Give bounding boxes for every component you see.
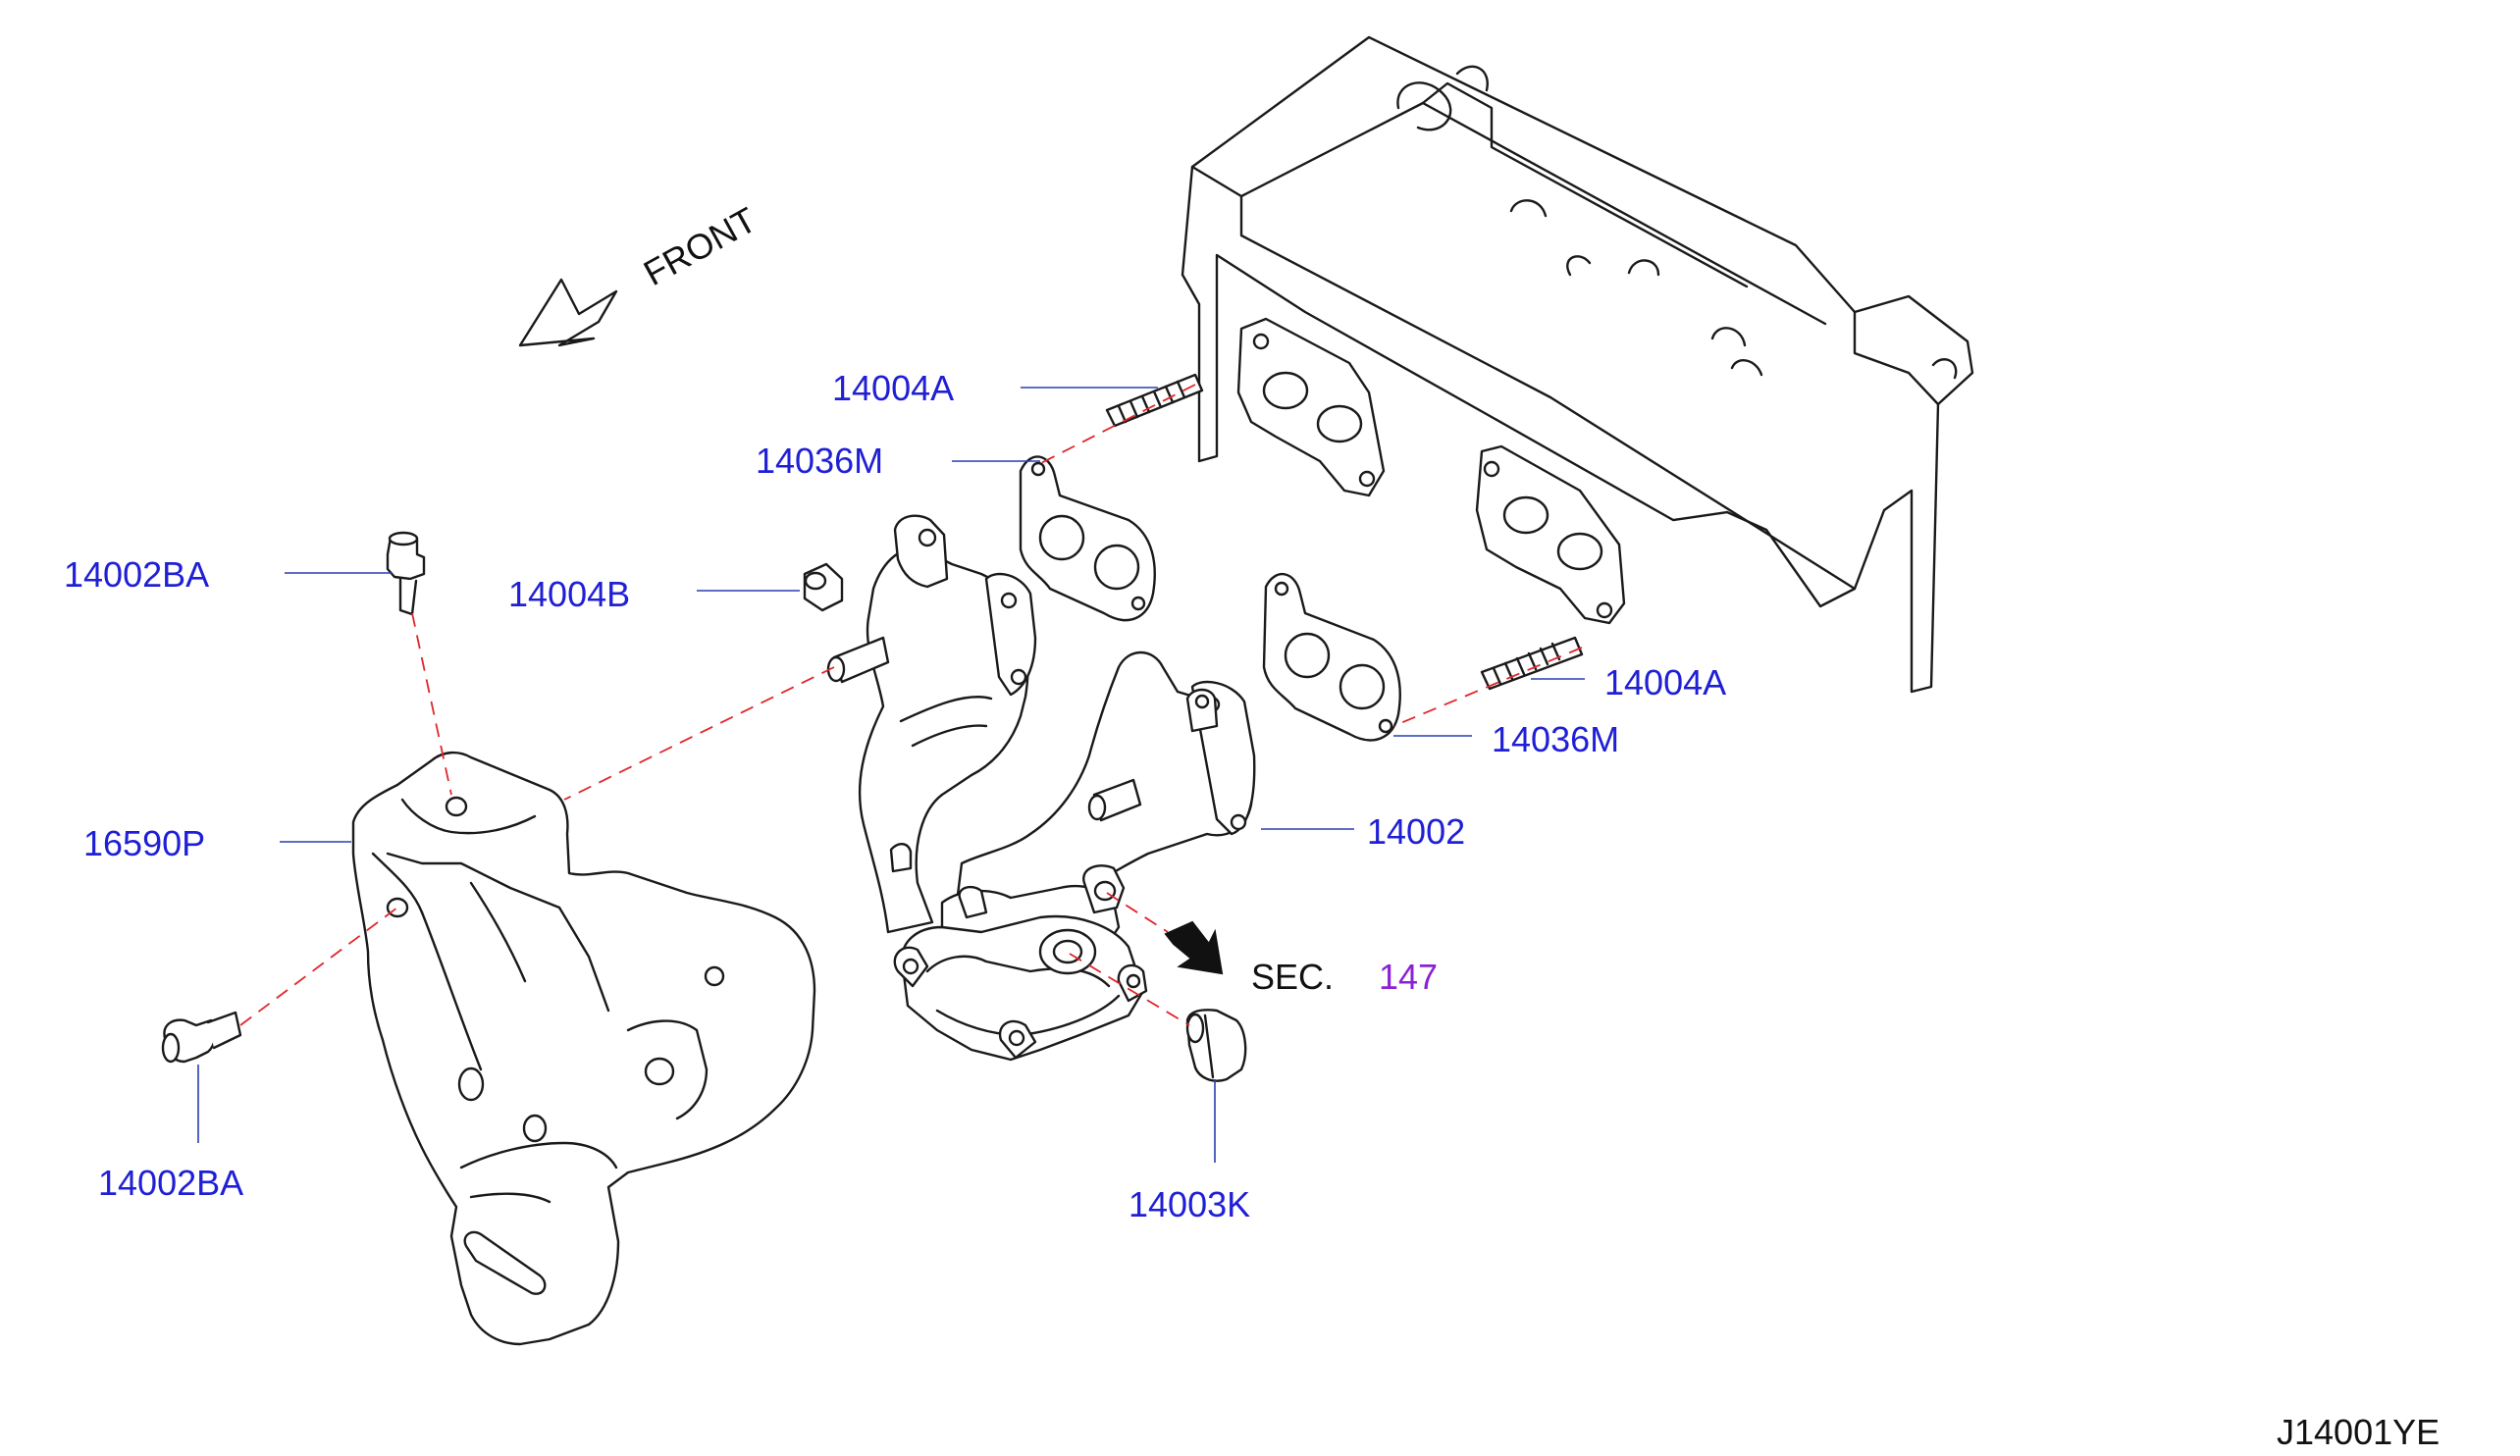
stud-upper — [1105, 373, 1204, 428]
stud-lower — [1480, 636, 1584, 691]
part-label-stud-lower[interactable]: 14004A — [1604, 662, 1726, 702]
section-arrow-icon — [1164, 920, 1224, 975]
part-label-gasket-upper[interactable]: 14036M — [756, 441, 883, 481]
part-label-exhaust-manifold[interactable]: 14002 — [1367, 811, 1465, 852]
gasket-upper — [1019, 455, 1156, 622]
section-reference: SEC. 147 — [1164, 920, 1438, 997]
bolt-lower — [161, 1011, 242, 1064]
part-labels: 14004A 14036M 14002BA 14004B 14004A 1403… — [64, 368, 1726, 1224]
section-number[interactable]: 147 — [1379, 957, 1438, 997]
part-label-gasket-lower[interactable]: 14036M — [1492, 719, 1619, 759]
front-indicator: FRONT — [518, 199, 762, 347]
nut — [803, 562, 844, 612]
exhaust-manifold — [826, 514, 1256, 1062]
assembly-lines — [239, 384, 1583, 1026]
plug-bolt — [1185, 1009, 1247, 1082]
part-label-stud-upper[interactable]: 14004A — [832, 368, 954, 408]
heat-shield — [351, 751, 816, 1346]
part-label-nut[interactable]: 14004B — [508, 574, 630, 614]
part-label-plug-bolt[interactable]: 14003K — [1129, 1184, 1250, 1224]
part-label-heat-shield[interactable]: 16590P — [83, 823, 205, 863]
leader-lines — [197, 387, 1585, 1163]
front-arrow-icon — [518, 278, 618, 347]
front-label: FRONT — [637, 199, 762, 293]
section-prefix: SEC. — [1251, 957, 1334, 997]
part-label-bolt-upper[interactable]: 14002BA — [64, 554, 209, 595]
bolt-upper — [386, 531, 426, 616]
part-label-bolt-lower[interactable]: 14002BA — [98, 1163, 243, 1203]
engine-cylinder-head — [1181, 35, 1974, 694]
gasket-lower — [1262, 572, 1401, 742]
diagram-code: J14001YE — [2277, 1412, 2440, 1452]
